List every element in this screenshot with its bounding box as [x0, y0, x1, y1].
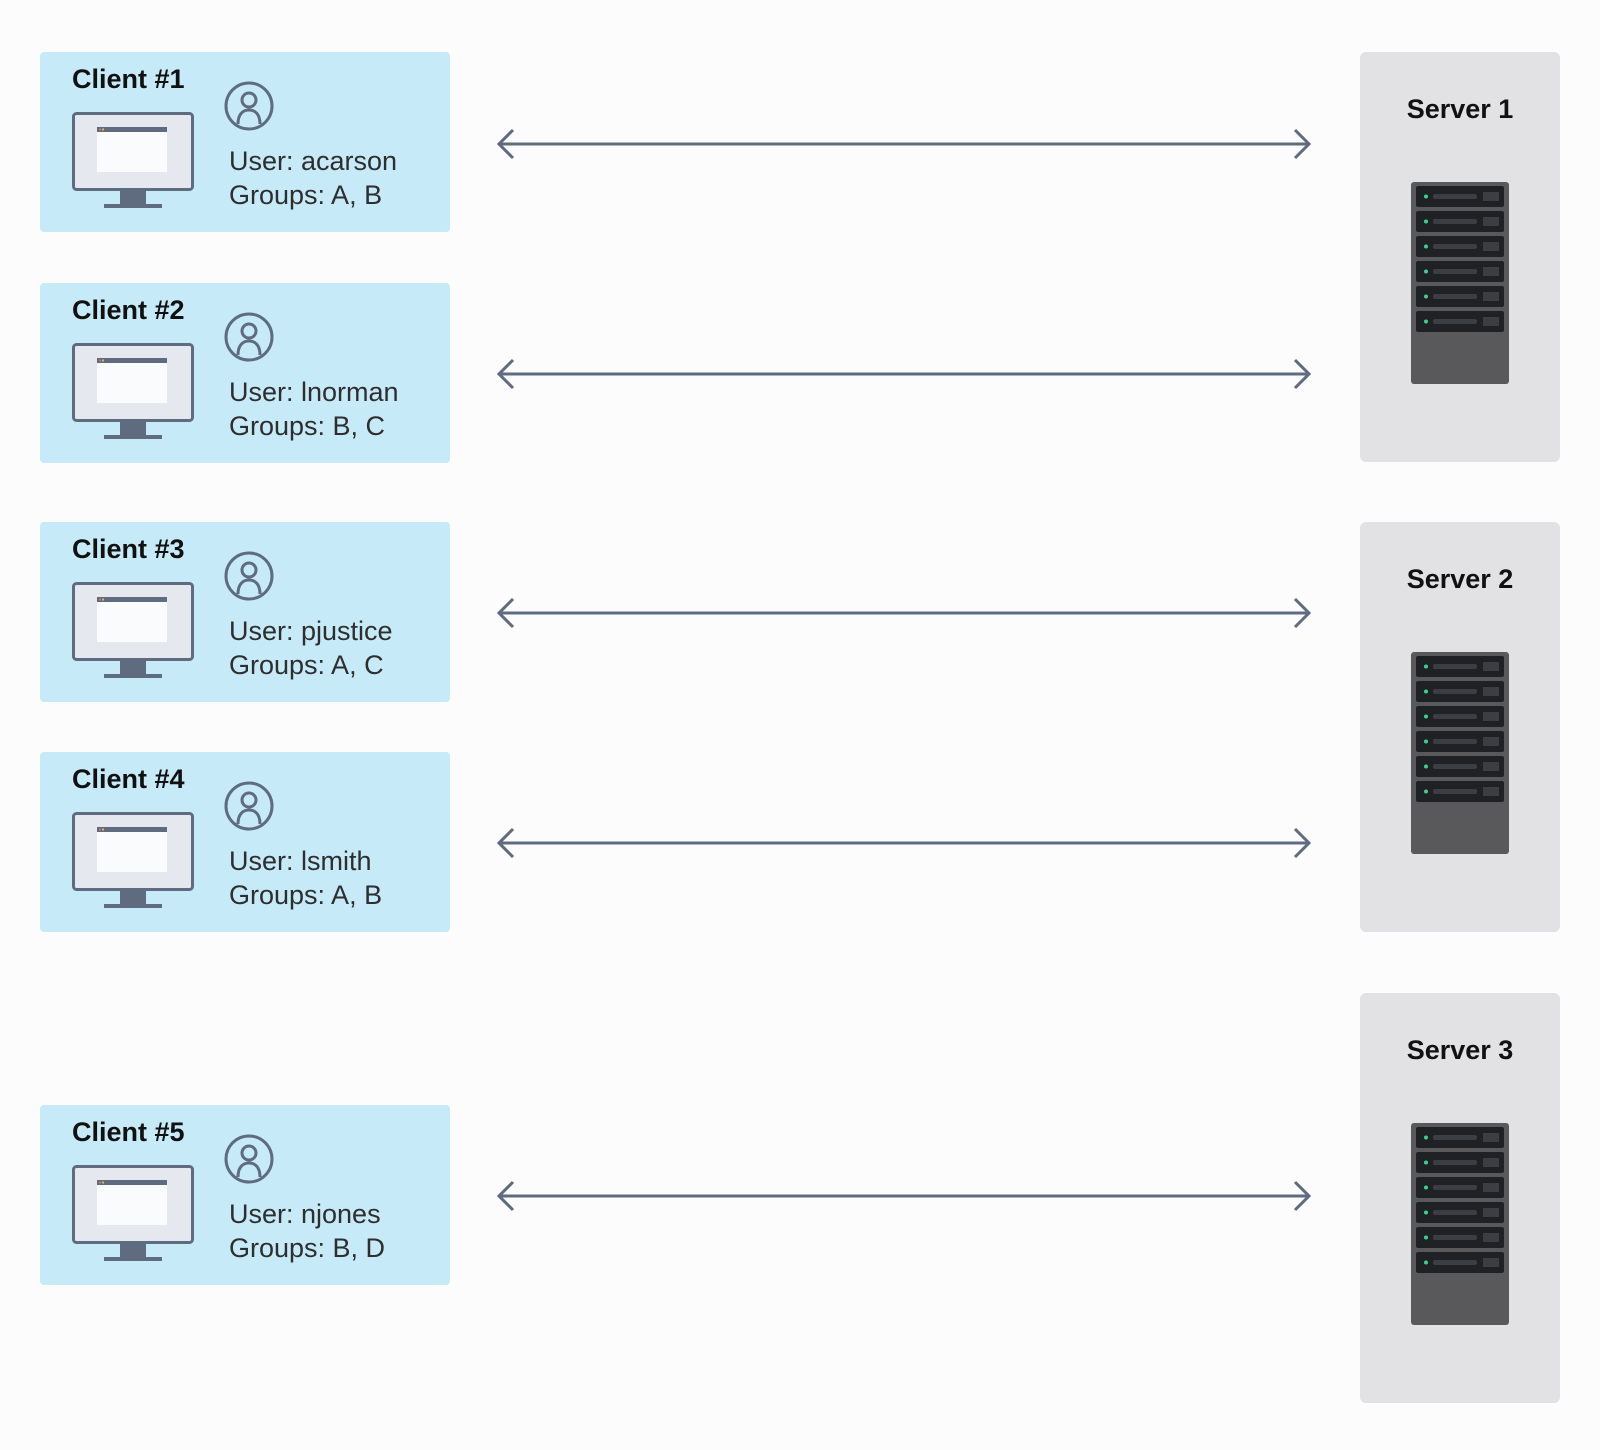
server-card-1: Server 1	[1360, 52, 1560, 462]
client-groups: Groups: A, B	[229, 180, 383, 210]
client-groups: Groups: B, D	[229, 1233, 386, 1263]
client-card-1: Client #1 User: acarson Groups: A, B	[40, 52, 450, 232]
monitor-icon	[72, 343, 194, 439]
double-arrow-icon	[496, 358, 1312, 390]
client-groups: Groups: B, C	[229, 411, 386, 441]
user-icon	[224, 781, 274, 831]
client-user: User: lnorman	[229, 377, 399, 407]
client-title: Client #1	[72, 64, 185, 94]
client-groups: Groups: A, C	[229, 650, 384, 680]
user-icon	[224, 81, 274, 131]
double-arrow-icon	[496, 597, 1312, 629]
client-user: User: lsmith	[229, 846, 372, 876]
client-title: Client #5	[72, 1117, 185, 1147]
client-card-2: Client #2 User: lnorman Groups: B, C	[40, 283, 450, 463]
client-groups: Groups: A, B	[229, 880, 383, 910]
double-arrow-icon	[496, 827, 1312, 859]
server-card-2: Server 2	[1360, 522, 1560, 932]
user-icon	[224, 1134, 274, 1184]
server-rack-icon	[1411, 182, 1509, 384]
server-card-3: Server 3	[1360, 993, 1560, 1403]
server-title: Server 1	[1406, 94, 1514, 124]
client-user: User: pjustice	[229, 616, 393, 646]
server-rack-icon	[1411, 652, 1509, 854]
client-title: Client #2	[72, 295, 185, 325]
client-user: User: acarson	[229, 146, 398, 176]
user-icon	[224, 312, 274, 362]
server-rack-icon	[1411, 1123, 1509, 1325]
monitor-icon	[72, 582, 194, 678]
server-title: Server 3	[1406, 1035, 1514, 1065]
client-card-3: Client #3 User: pjustice Groups: A, C	[40, 522, 450, 702]
monitor-icon	[72, 812, 194, 908]
client-card-5: Client #5 User: njones Groups: B, D	[40, 1105, 450, 1285]
double-arrow-icon	[496, 128, 1312, 160]
server-title: Server 2	[1406, 564, 1514, 594]
client-title: Client #4	[72, 764, 185, 794]
client-title: Client #3	[72, 534, 185, 564]
client-card-4: Client #4 User: lsmith Groups: A, B	[40, 752, 450, 932]
client-user: User: njones	[229, 1199, 381, 1229]
monitor-icon	[72, 112, 194, 208]
monitor-icon	[72, 1165, 194, 1261]
double-arrow-icon	[496, 1180, 1312, 1212]
user-icon	[224, 551, 274, 601]
